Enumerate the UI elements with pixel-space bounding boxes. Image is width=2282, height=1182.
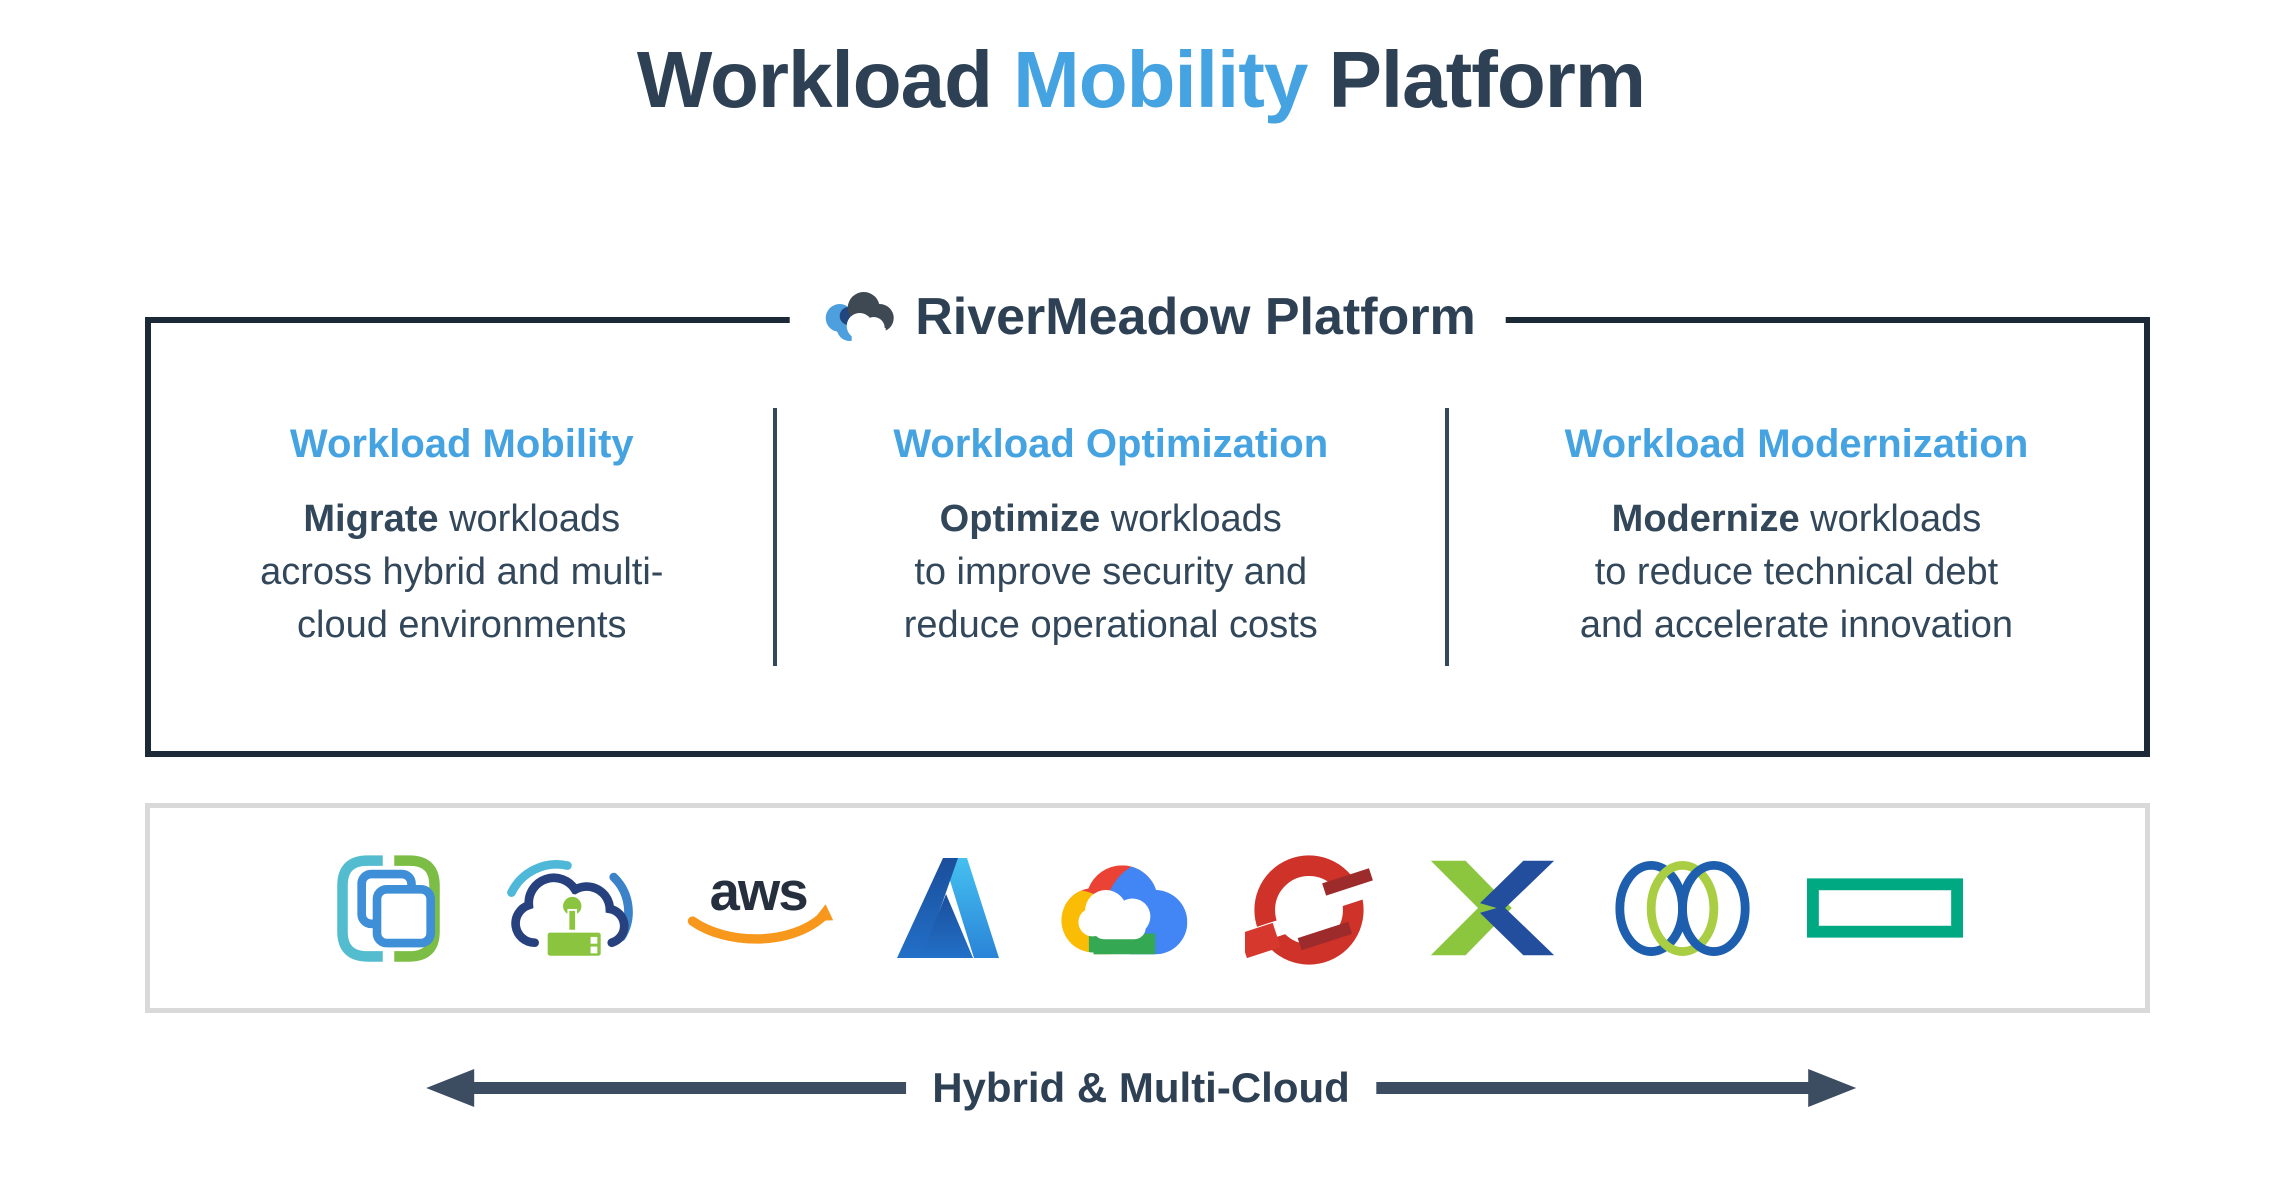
title-prefix: Workload <box>636 35 1014 124</box>
nutanix-icon <box>1430 860 1555 956</box>
column-heading: Workload Modernization <box>1564 421 2029 466</box>
platform-label: RiverMeadow Platform <box>789 287 1506 347</box>
column-workload-optimization: Workload Optimization Optimize workloads… <box>777 422 1445 653</box>
page-title: Workload Mobility Platform <box>0 34 2282 126</box>
aws-icon: aws <box>687 861 834 944</box>
platform-label-text: RiverMeadow Platform <box>915 288 1476 346</box>
google-cloud-icon <box>1061 865 1188 955</box>
rivermeadow-platform-box: RiverMeadow Platform Workload Mobility M… <box>145 287 2150 757</box>
column-divider <box>772 408 777 666</box>
column-heading: Workload Mobility <box>289 421 634 466</box>
vmware-vsphere-icon <box>337 854 440 962</box>
title-highlight: Mobility <box>1013 35 1308 124</box>
arrow-label: Hybrid & Multi-Cloud <box>932 1064 1350 1111</box>
arrow-right-icon <box>1375 1069 1856 1107</box>
svg-text:aws: aws <box>710 861 807 922</box>
cloud-platform-logos-bar: aws <box>145 803 2150 1013</box>
title-suffix: Platform <box>1307 35 1646 124</box>
hpe-icon <box>1806 878 1964 938</box>
interlocked-rings-icon <box>1615 860 1750 956</box>
rivermeadow-cloud-icon <box>825 292 894 342</box>
cloud-server-icon <box>507 860 633 959</box>
arrow-left-icon <box>426 1069 907 1107</box>
hybrid-multicloud-arrow: Hybrid & Multi-Cloud <box>426 1064 1856 1112</box>
column-heading: Workload Optimization <box>893 421 1329 466</box>
column-divider <box>1444 408 1449 666</box>
column-workload-modernization: Workload Modernization Modernize workloa… <box>1449 422 2144 653</box>
openshift-icon <box>1245 855 1373 965</box>
azure-icon <box>897 858 999 958</box>
